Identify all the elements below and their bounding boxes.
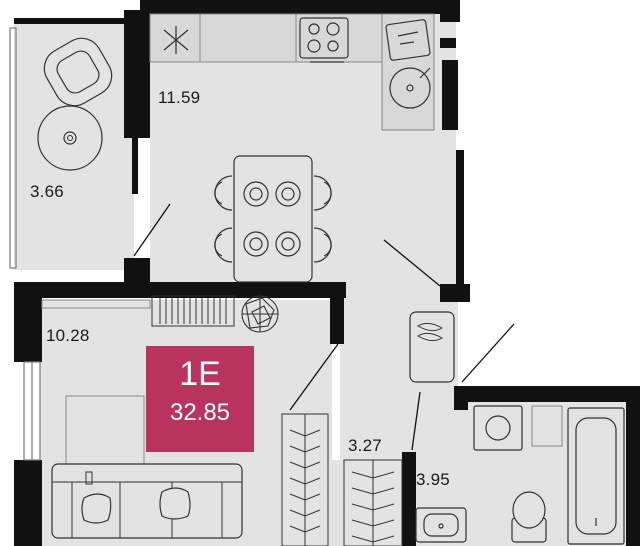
apartment-code: 1E	[179, 355, 221, 393]
wall-kitchen-top	[140, 0, 440, 14]
shoes-icon	[409, 311, 455, 383]
hood-icon	[163, 26, 189, 54]
wardrobe-rack-icon	[281, 413, 403, 546]
area-label-kitchen: 11.59	[158, 88, 201, 107]
wall-living-left-lower	[14, 460, 42, 546]
door-living	[289, 343, 339, 411]
area-label-loggia: 3.66	[30, 182, 64, 201]
hall-furniture	[281, 311, 455, 546]
wall-living-top	[14, 282, 346, 298]
window-loggia-left	[9, 27, 17, 269]
pillow-icon	[81, 487, 191, 524]
wall-between-living-kitchen	[124, 258, 150, 284]
plant-icon	[241, 295, 279, 333]
toilet-icon	[511, 491, 547, 543]
bath-shelf	[531, 405, 563, 447]
living-window-sill	[41, 299, 151, 309]
radiator-icon	[151, 295, 235, 327]
wall-between-loggia-kitchen	[124, 10, 150, 138]
wall-bathroom-mid	[402, 452, 416, 546]
washing-machine-icon	[473, 405, 523, 451]
bathroom-furniture	[415, 405, 625, 545]
wardrobe-floor	[332, 460, 410, 546]
wall-right-mid	[456, 150, 464, 290]
loggia-furniture	[37, 37, 113, 171]
wall-bathroom-right	[626, 386, 640, 546]
wall-right-block	[440, 284, 470, 302]
stove-icon	[299, 17, 349, 63]
drum-washer-icon	[385, 19, 431, 61]
wall-loggia-window	[132, 138, 138, 194]
wall-bathroom-top	[454, 386, 640, 402]
wall-right-top	[440, 38, 456, 48]
sofa-icon	[51, 463, 243, 539]
wall-bathroom-left-stub	[454, 386, 468, 410]
bathtub-icon	[567, 407, 625, 545]
apartment-badge: 1E 32.85	[146, 346, 254, 452]
chair-icon	[214, 175, 332, 263]
washbasin-icon	[415, 507, 467, 543]
remote-icon	[85, 471, 93, 485]
wall-top-right-block	[440, 0, 460, 22]
windows	[9, 27, 41, 461]
door-kitchen	[383, 239, 441, 287]
sink-icon	[389, 67, 431, 109]
kitchen-counter	[149, 13, 383, 63]
wall-hall-left	[330, 284, 344, 344]
round-table-icon	[37, 105, 103, 171]
wall-loggia-top	[14, 18, 126, 24]
door-loggia	[133, 203, 171, 257]
living-furniture	[41, 295, 279, 539]
kitchen-furniture	[149, 13, 435, 283]
door-entrance	[461, 323, 515, 383]
door-wardrobe	[411, 391, 421, 451]
armchair-icon	[43, 37, 113, 107]
area-label-wardrobe: 3.27	[348, 436, 382, 455]
walls	[14, 0, 640, 546]
apartment-total-area: 32.85	[169, 399, 231, 426]
wall-right-upper	[442, 60, 458, 130]
area-label-bathroom: 3.95	[416, 470, 450, 489]
dining-table-icon	[214, 155, 332, 283]
doors	[133, 203, 515, 451]
area-label-living-room: 10.28	[46, 326, 90, 345]
wall-living-left	[14, 282, 42, 362]
